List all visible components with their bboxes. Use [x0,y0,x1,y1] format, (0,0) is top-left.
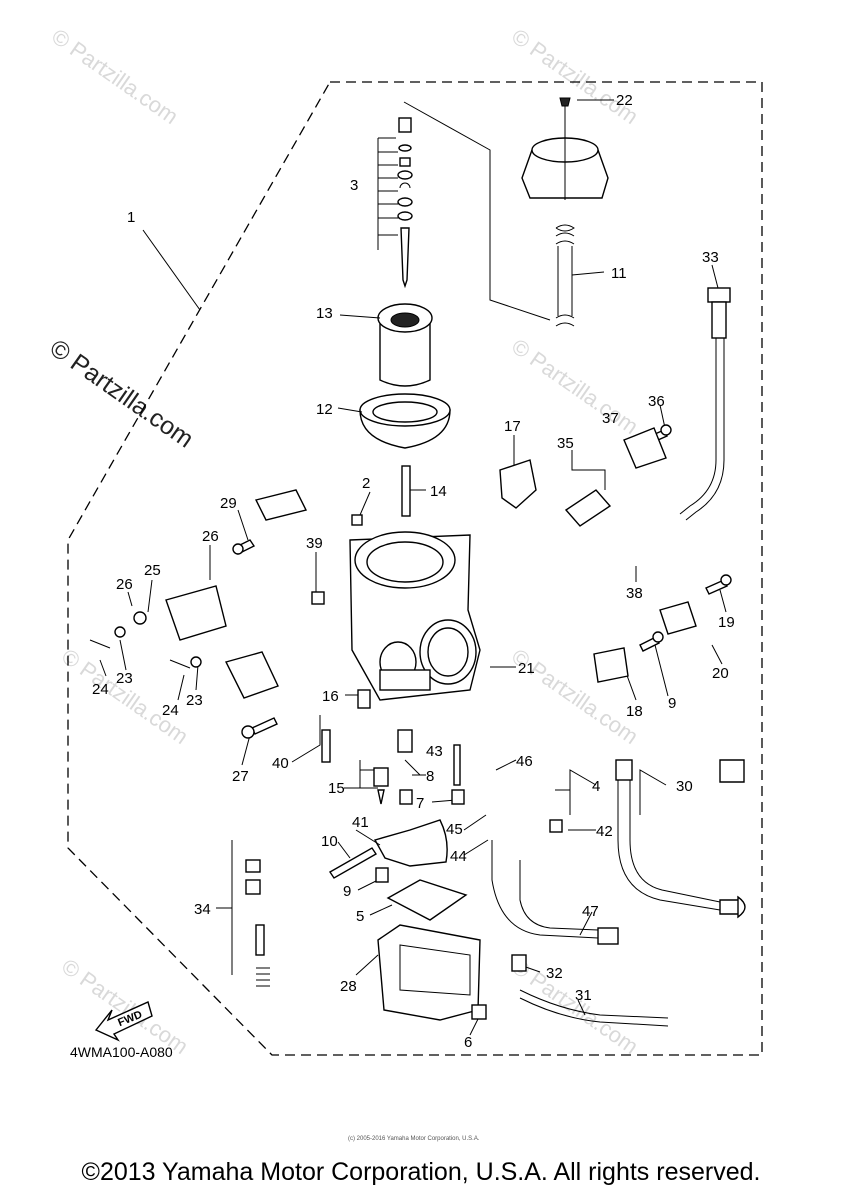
callout-24: 24 [162,702,179,719]
jet-needle-set [377,117,413,289]
float [373,819,448,867]
callout-35: 35 [557,435,574,452]
watermark: © Partzilla.com [507,334,643,440]
callout-17: 17 [504,418,521,435]
callout-24: 24 [92,681,109,698]
callout-23: 23 [186,692,203,709]
callout-30: 30 [676,778,693,795]
fasteners [89,424,745,1020]
float-bowl [377,924,481,1021]
watermark: © Partzilla.com [47,24,183,130]
callout-38: 38 [626,585,643,602]
callout-12: 12 [316,401,333,418]
callout-4: 4 [592,778,600,795]
callout-37: 37 [602,410,619,427]
callout-25: 25 [144,562,161,579]
choke-cable [679,287,731,521]
callout-20: 20 [712,665,729,682]
callout-1: 1 [127,209,135,226]
callout-8: 8 [426,768,434,785]
watermark: © Partzilla.com [57,644,193,750]
diagram-code: 4WMA100-A080 [70,1044,173,1060]
callout-29: 29 [220,495,237,512]
callout-36: 36 [648,393,665,410]
small-copyright: (c) 2005-2016 Yamaha Motor Corporation, … [348,1136,480,1142]
carburetor-body [349,531,481,701]
piston-valve [377,303,433,387]
callout-26: 26 [116,576,133,593]
callout-41: 41 [352,814,369,831]
float-bowl-gasket [386,879,468,921]
copyright-notice: ©2013 Yamaha Motor Corporation, U.S.A. A… [81,1158,761,1186]
callout-13: 13 [316,305,333,322]
callout-21: 21 [518,660,535,677]
callout-15: 15 [328,780,345,797]
callout-27: 27 [232,768,249,785]
callout-26: 26 [202,528,219,545]
callout-46: 46 [516,753,533,770]
callout-44: 44 [450,848,467,865]
throttle-cable [615,759,746,919]
callout-22: 22 [616,92,633,109]
watermark: © Partzilla.com [507,954,643,1060]
spring [555,224,575,327]
callout-31: 31 [575,987,592,1004]
callout-28: 28 [340,978,357,995]
callout-34: 34 [194,901,211,918]
callout-2: 2 [362,475,370,492]
leader-lines [99,99,727,1036]
callout-5: 5 [356,908,364,925]
top-cover [521,97,609,200]
callout-43: 43 [426,743,443,760]
watermark: © Partzilla.com [507,24,643,130]
callout-18: 18 [626,703,643,720]
callout-3: 3 [350,177,358,194]
callout-32: 32 [546,965,563,982]
callout-7: 7 [416,795,424,812]
sensor-harness [491,840,619,945]
assembly-outline [67,81,763,1056]
callout-9: 9 [343,883,351,900]
callout-42: 42 [596,823,613,840]
diaphragm [359,393,451,449]
callout-19: 19 [718,614,735,631]
callout-10: 10 [321,833,338,850]
callout-47: 47 [582,903,599,920]
callout-45: 45 [446,821,463,838]
callout-14: 14 [430,483,447,500]
cable-31 [519,989,669,1027]
callout-40: 40 [272,755,289,772]
callout-16: 16 [322,688,339,705]
callout-39: 39 [306,535,323,552]
callout-11: 11 [611,265,627,282]
callouts: 1 2 3 4 5 6 7 8 9 9 10 11 12 13 14 15 16… [92,92,735,1051]
callout-9: 9 [668,695,676,712]
callout-33: 33 [702,249,719,266]
callout-23: 23 [116,670,133,687]
callout-6: 6 [464,1034,472,1051]
